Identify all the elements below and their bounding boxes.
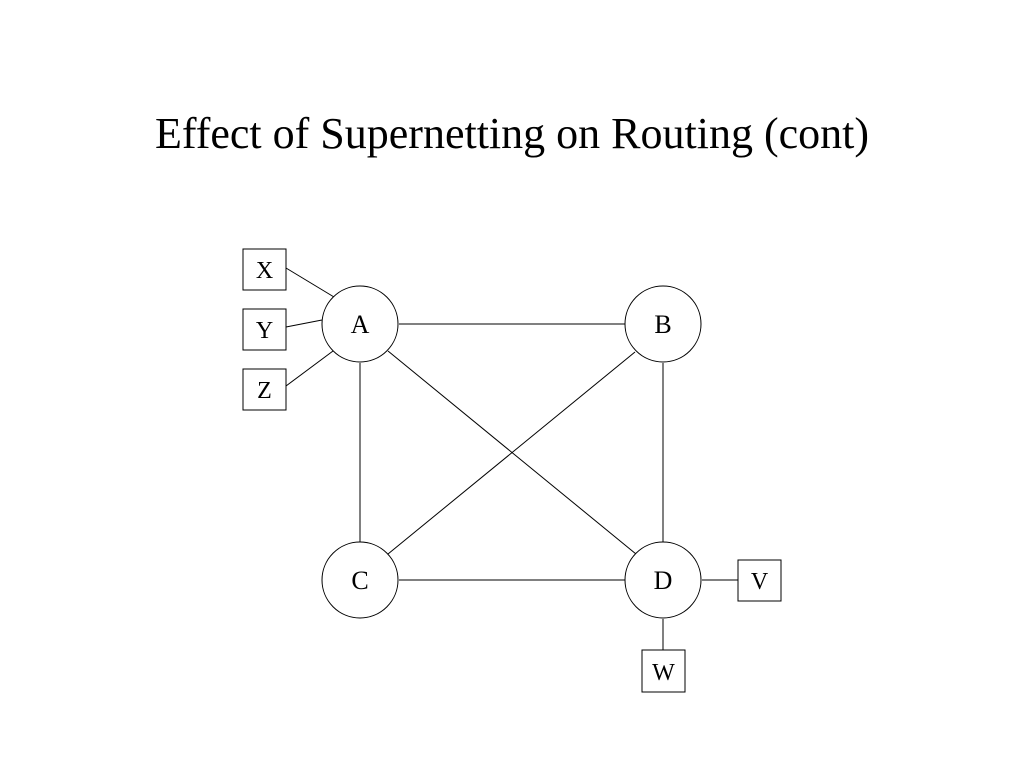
host-x: X	[242, 248, 287, 291]
edges	[285, 267, 738, 650]
link-b-c	[387, 351, 636, 555]
link-z-a	[285, 350, 334, 387]
host-x-label: X	[256, 258, 273, 284]
host-z-label: Z	[257, 378, 272, 404]
link-y-a	[285, 319, 323, 328]
host-v: V	[737, 559, 782, 602]
host-w-label: W	[652, 660, 675, 686]
router-c: C	[321, 541, 399, 619]
host-z: Z	[242, 368, 287, 411]
host-w: W	[641, 649, 686, 693]
host-v-label: V	[751, 569, 769, 595]
router-a-label: A	[351, 310, 370, 339]
router-d: D	[624, 541, 702, 619]
link-x-a	[285, 267, 335, 298]
host-y-label: Y	[256, 318, 273, 344]
router-b-label: B	[654, 310, 671, 339]
router-b: B	[624, 285, 702, 363]
router-d-label: D	[654, 566, 673, 595]
slide-title: Effect of Supernetting on Routing (cont)	[154, 109, 870, 158]
router-c-label: C	[351, 566, 368, 595]
router-a: A	[321, 285, 399, 363]
host-y: Y	[242, 308, 287, 351]
